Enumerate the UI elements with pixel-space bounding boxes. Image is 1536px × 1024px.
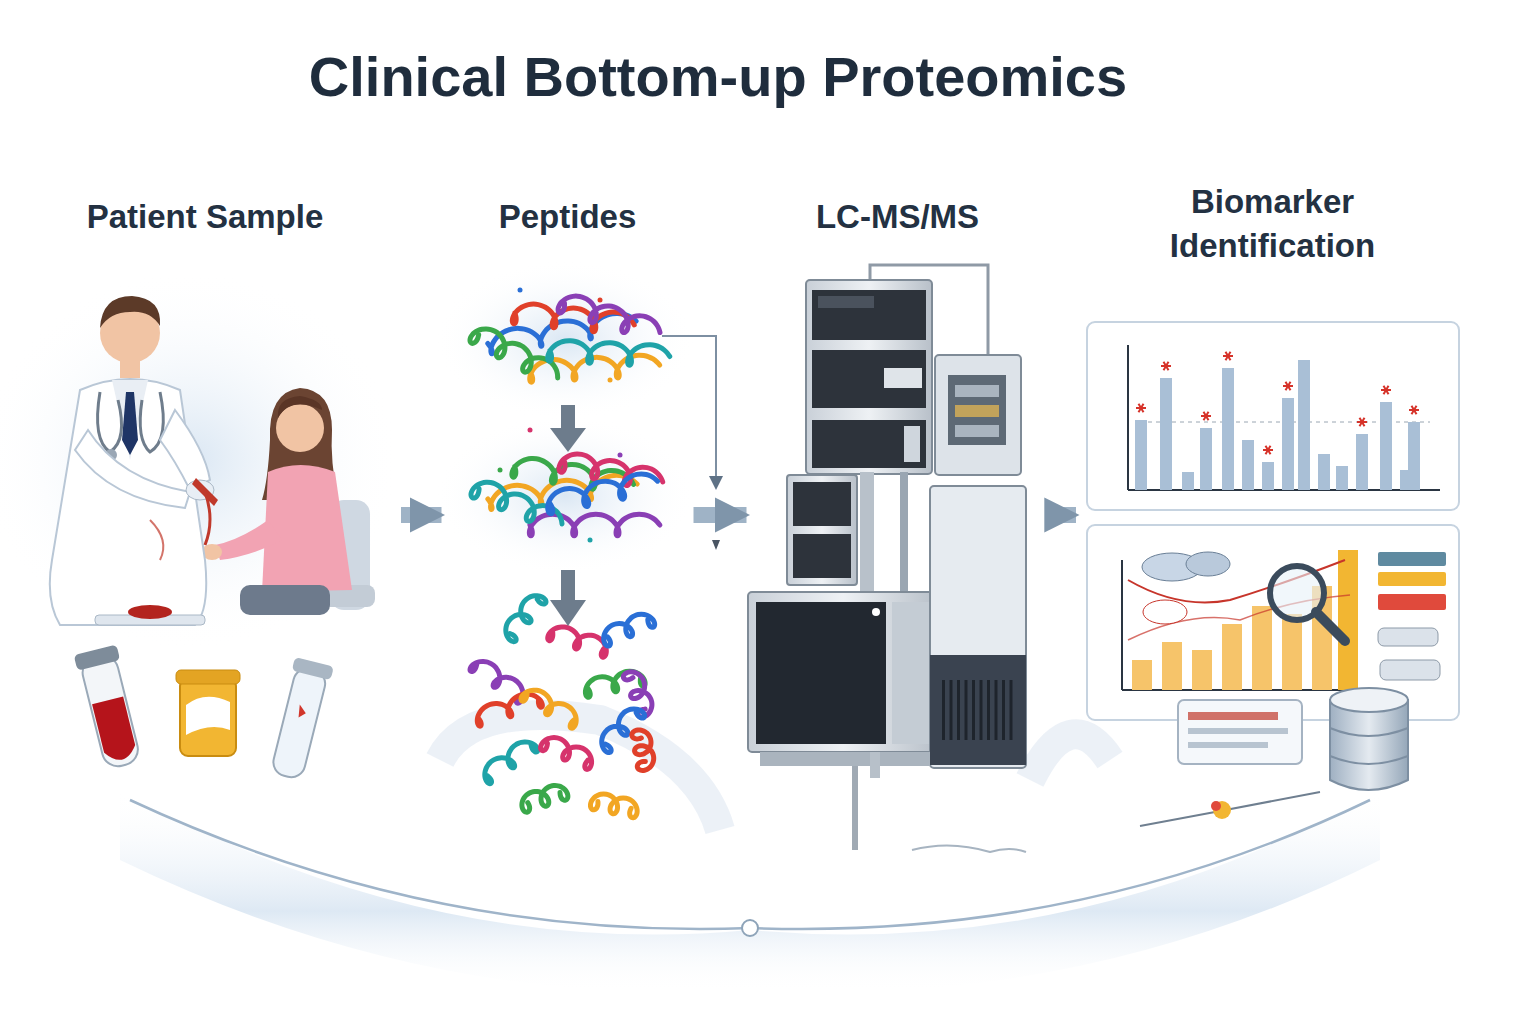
haze xyxy=(435,260,695,420)
peptide-chain xyxy=(590,794,637,818)
flow-arrow xyxy=(401,507,442,523)
chart-bar xyxy=(1252,606,1272,690)
haze xyxy=(435,415,695,575)
vent-slot xyxy=(950,680,953,740)
haze-band xyxy=(1030,734,1110,780)
flow-arrow xyxy=(1049,507,1077,523)
vent-slot xyxy=(942,680,945,740)
diagram-title: Clinical Bottom-up Proteomics xyxy=(0,44,1436,109)
peptide-chain xyxy=(632,730,654,771)
chart-bar xyxy=(1262,462,1274,490)
chart-bar xyxy=(1336,466,1348,490)
peptide-chain xyxy=(529,514,660,536)
chart-bar xyxy=(1282,398,1294,490)
peptide-chain xyxy=(548,474,658,514)
swoosh-line xyxy=(130,800,1370,929)
haze xyxy=(0,270,400,650)
chart-bar xyxy=(1132,660,1152,690)
stage-heading: LC-MS/MS xyxy=(763,195,1033,239)
chart-bar xyxy=(1200,428,1212,490)
swoosh-dot xyxy=(742,920,758,936)
fragment-dot xyxy=(518,288,523,293)
peptide-chains xyxy=(470,288,670,818)
vent-slot xyxy=(965,680,968,740)
patient-scene xyxy=(50,296,375,625)
significance-star xyxy=(1409,406,1419,415)
stage-heading: Biomarker Identification xyxy=(1133,180,1413,268)
drip xyxy=(712,540,720,550)
flow-arrow xyxy=(694,507,747,523)
chart-bar xyxy=(1380,402,1392,490)
chart-bar xyxy=(1222,624,1242,690)
lc-ms-instrument xyxy=(748,265,1026,852)
peptide-chain xyxy=(522,786,568,813)
chart-bar xyxy=(1135,420,1147,490)
stage-heading: Patient Sample xyxy=(25,195,385,239)
chart-bar xyxy=(1298,360,1310,490)
fragment-dot xyxy=(498,468,503,473)
chart-bar xyxy=(1162,642,1182,690)
chart-bar xyxy=(1282,614,1302,690)
results-panels xyxy=(1087,322,1459,826)
swoosh-band xyxy=(120,790,1380,992)
fragment-dot xyxy=(608,378,613,383)
fragment-dot xyxy=(598,298,603,303)
peptide-chain xyxy=(604,614,655,646)
significance-star xyxy=(1263,446,1273,455)
significance-star xyxy=(1381,386,1391,395)
vent-slot xyxy=(1010,680,1013,740)
significance-star xyxy=(1357,418,1367,427)
stage-panel: Peptides xyxy=(446,185,690,785)
stage-panel: Biomarker Identification xyxy=(1080,180,1465,780)
significance-star xyxy=(1223,352,1233,361)
chart-bar xyxy=(1318,454,1330,490)
chart-bar xyxy=(1338,550,1358,690)
chart-bar xyxy=(1182,472,1194,490)
peptide-chain xyxy=(548,627,607,657)
significance-star xyxy=(1283,382,1293,391)
significance-star xyxy=(1201,412,1211,421)
fragment-dot xyxy=(618,453,623,458)
chart-bar xyxy=(1356,434,1368,490)
peptide-chain xyxy=(548,341,670,366)
peptide-chain xyxy=(477,694,542,726)
fragment-dot xyxy=(528,428,533,433)
vent-slot xyxy=(972,680,975,740)
vent-slot xyxy=(1002,680,1005,740)
vent-slot xyxy=(995,680,998,740)
peptide-chain xyxy=(541,738,592,770)
peptide-chain xyxy=(485,742,538,784)
chart-bar xyxy=(1408,422,1420,490)
digest-arrows xyxy=(550,405,586,626)
peptide-chain xyxy=(506,596,546,642)
stage-panel: Patient Sample xyxy=(13,185,397,785)
guide-line xyxy=(662,336,716,478)
peptide-chain xyxy=(521,690,576,728)
haze-band xyxy=(440,715,720,830)
sample-tubes xyxy=(74,645,334,782)
guide-head xyxy=(709,476,723,490)
vent-slot xyxy=(980,680,983,740)
vent-slot xyxy=(987,680,990,740)
stage-panel: LC-MS/MS xyxy=(751,185,1045,785)
chart-bar xyxy=(1160,378,1172,490)
chart-bar xyxy=(1192,650,1212,690)
chart-bar xyxy=(1242,440,1254,490)
peptide-chain xyxy=(470,329,558,378)
significance-star xyxy=(1136,404,1146,413)
fragment-dot xyxy=(588,538,593,543)
peptide-chain xyxy=(558,296,660,332)
stage-heading: Peptides xyxy=(458,195,678,239)
vent-slot xyxy=(957,680,960,740)
significance-star xyxy=(1161,362,1171,371)
chart-bar xyxy=(1222,368,1234,490)
